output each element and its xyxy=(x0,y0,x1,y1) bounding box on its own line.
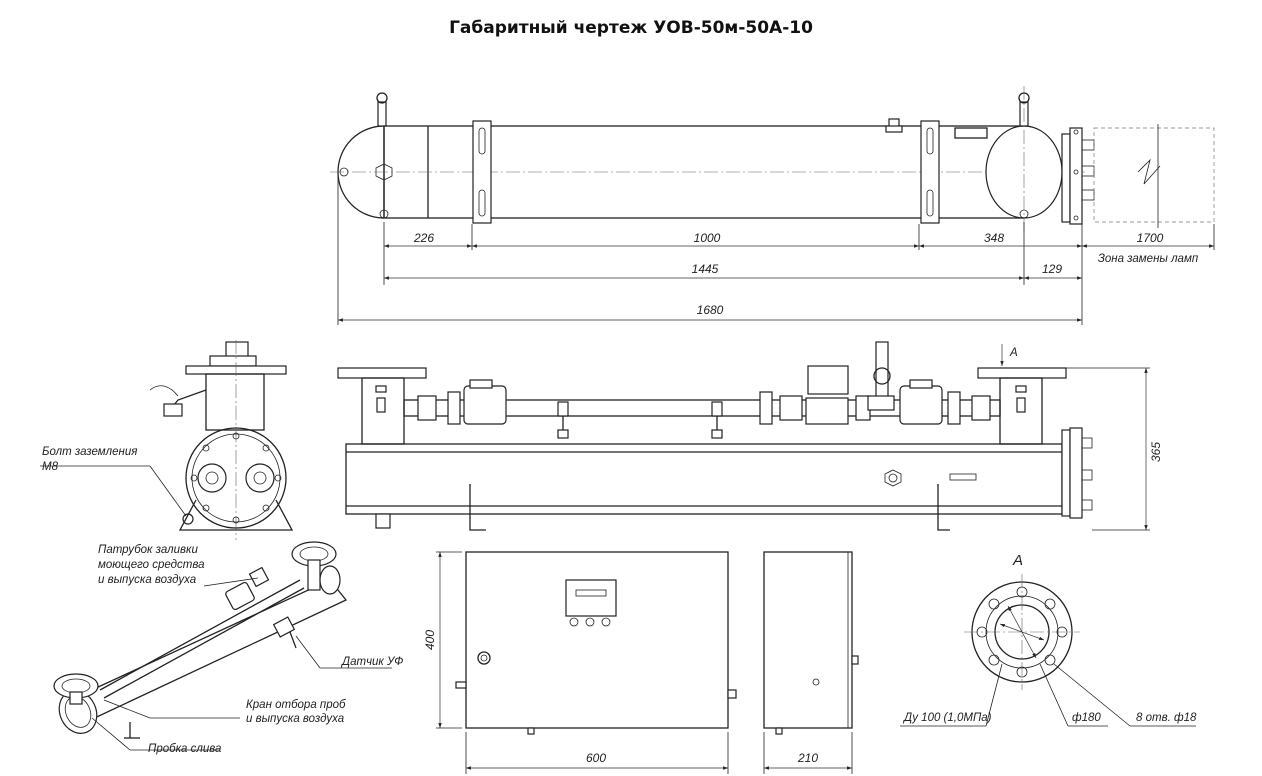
holes-label: 8 отв. ф18 xyxy=(1136,712,1197,724)
tap-label-1: Кран отбора проб xyxy=(246,699,346,711)
side-view: Болт заземления М8 xyxy=(40,340,294,540)
uv-sensor-label: Датчик УФ xyxy=(340,656,403,668)
dim-210: 210 xyxy=(797,751,818,765)
front-view: А xyxy=(337,341,1163,531)
pipe-label-3: и выпуска воздуха xyxy=(98,574,196,586)
top-view: 226 1000 348 1700 Зона замены ламп 1445 … xyxy=(330,86,1215,325)
du-label: Ду 100 (1,0МПа) xyxy=(902,712,992,724)
dim-226: 226 xyxy=(413,231,434,245)
dim-400: 400 xyxy=(423,630,437,650)
dim-1700: 1700 xyxy=(1137,231,1164,245)
ground-bolt-label-1: Болт заземления xyxy=(42,446,137,458)
view-a-flange: А Ду 100 (1,0МПа) ф180 8 отв. ф18 xyxy=(900,552,1197,727)
lamp-zone-label: Зона замены ламп xyxy=(1098,253,1199,265)
drawing-title: Габаритный чертеж УОВ-50м-50А-10 xyxy=(449,18,813,38)
dim-365: 365 xyxy=(1149,442,1163,462)
tap-label-2: и выпуска воздуха xyxy=(246,713,344,725)
control-cabinet-side: 210 xyxy=(763,551,859,774)
dim-1000: 1000 xyxy=(694,231,721,245)
view-a-marker: А xyxy=(1009,347,1018,359)
control-cabinet-front: 400 600 xyxy=(423,551,737,774)
ground-bolt-label-2: М8 xyxy=(42,461,59,473)
dim-129: 129 xyxy=(1042,262,1062,276)
phi180-label: ф180 xyxy=(1072,712,1101,724)
pipe-label-1: Патрубок заливки xyxy=(98,544,198,556)
view-a-label: А xyxy=(1012,552,1023,569)
dim-1445: 1445 xyxy=(692,262,719,276)
dim-600: 600 xyxy=(586,751,606,765)
pipe-label-2: моющего средства xyxy=(98,559,205,571)
isometric-view: Патрубок заливки моющего средства и выпу… xyxy=(53,541,403,755)
dim-1680: 1680 xyxy=(697,303,724,317)
dim-348: 348 xyxy=(984,231,1004,245)
drain-plug-label: Пробка слива xyxy=(148,743,221,755)
